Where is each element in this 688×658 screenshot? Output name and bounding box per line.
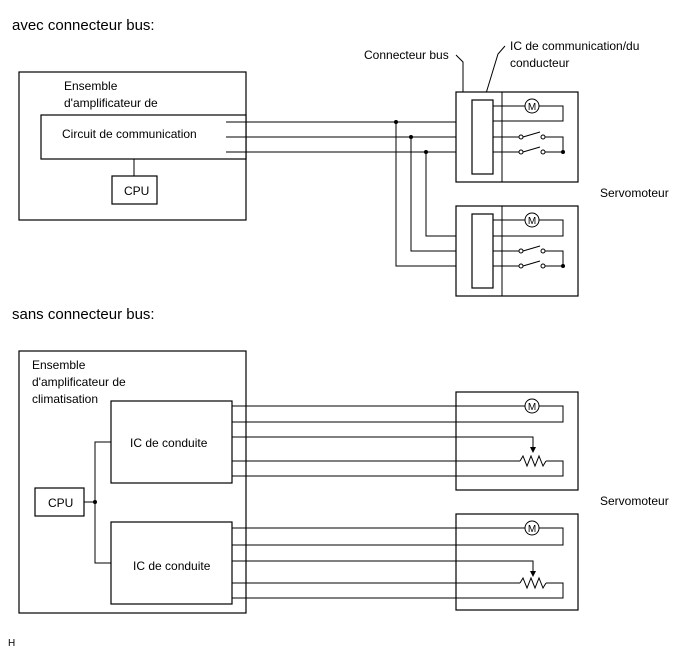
top-servo-1-switch-arm-1 — [522, 131, 541, 138]
top-unit-label-line-2: d'amplificateur de — [64, 96, 158, 110]
footer-code: H — [8, 638, 15, 649]
bottom-driver-ic-1-label: IC de conduite — [130, 436, 208, 450]
top-unit-label-line-1: Ensemble — [64, 79, 118, 93]
top-communication-circuit-box — [40, 114, 247, 160]
bottom-servo-2-motor-letter: M — [528, 524, 536, 535]
top-servomotor-label: Servomoteur — [600, 186, 669, 200]
bottom-unit-label-line-2: d'amplificateur de — [32, 375, 126, 389]
top-servo-1-motor-return — [493, 105, 564, 122]
bottom-ic-2-wire-5 — [232, 582, 564, 599]
ic-leader — [483, 45, 506, 101]
bottom-ic-1-wire-5 — [232, 460, 564, 477]
top-section-title: avec connecteur bus: — [12, 17, 155, 34]
ic-label-line-1: IC de communication/du — [510, 39, 639, 53]
bus-connector-label: Connecteur bus — [364, 48, 449, 62]
top-servo-2-contact-1 — [518, 248, 524, 254]
top-branch-wire-3 — [395, 122, 471, 267]
bottom-unit-label-line-3: climatisation — [32, 392, 98, 406]
bottom-servo-1-motor-letter: M — [528, 402, 536, 413]
top-communication-circuit-label: Circuit de communication — [62, 127, 197, 141]
bottom-cpu-label: CPU — [48, 496, 73, 510]
top-branch-wire-2 — [410, 137, 471, 252]
top-servo-2-motor-return — [493, 219, 564, 237]
bottom-servo-2-resistor — [519, 576, 547, 590]
top-servo-2-contact-4 — [540, 263, 546, 269]
top-servo-1-wire-c — [545, 136, 564, 152]
bottom-ic-1-wire-2 — [232, 405, 564, 423]
top-servo-1-junction — [561, 150, 565, 154]
bottom-servomotor-label: Servomoteur — [600, 494, 669, 508]
top-servo-1-motor-letter: M — [528, 102, 536, 113]
bus-connector-leader — [455, 54, 464, 92]
top-servo-2-contact-3 — [518, 263, 524, 269]
bottom-ic-2-wire-2 — [232, 527, 564, 546]
top-servo-2-switch-arm-2 — [522, 260, 541, 267]
top-servo-2-junction — [561, 264, 565, 268]
bottom-ic-1-wire-3 — [232, 436, 534, 447]
bottom-ic-2-wire-3 — [232, 560, 534, 571]
bottom-driver-ic-2-box — [110, 521, 233, 605]
top-servo-1-contact-3 — [518, 149, 524, 155]
bottom-driver-ic-1-box — [110, 400, 233, 484]
top-servo-2-contact-2 — [540, 248, 546, 254]
top-servo-1-contact-4 — [540, 149, 546, 155]
bottom-driver-ic-2-label: IC de conduite — [133, 559, 211, 573]
bottom-servo-1-box — [455, 391, 579, 491]
top-servo-1-contact-2 — [540, 134, 546, 140]
top-cpu-box — [111, 175, 158, 205]
bottom-unit-label-line-1: Ensemble — [32, 358, 86, 372]
bottom-section-title: sans connecteur bus: — [12, 306, 155, 323]
ic-label-line-2: conducteur — [510, 56, 569, 70]
top-servo-2-ic-block — [471, 213, 494, 289]
top-servo-1-switch-arm-2 — [522, 146, 541, 153]
bottom-servo-1-wiper-arrow — [530, 447, 536, 453]
top-servo-2-motor-letter: M — [528, 216, 536, 227]
bottom-cpu-bus — [94, 441, 111, 564]
bottom-servo-2-box — [455, 513, 579, 611]
top-servo-1-ic-block — [471, 99, 494, 175]
top-servo-1-contact-1 — [518, 134, 524, 140]
bottom-servo-2-wiper-arrow — [530, 571, 536, 577]
top-cpu-label: CPU — [124, 184, 149, 198]
bottom-servo-1-resistor — [519, 454, 547, 468]
top-servo-2-wire-c — [545, 250, 564, 266]
top-servo-2-switch-arm-1 — [522, 245, 541, 252]
